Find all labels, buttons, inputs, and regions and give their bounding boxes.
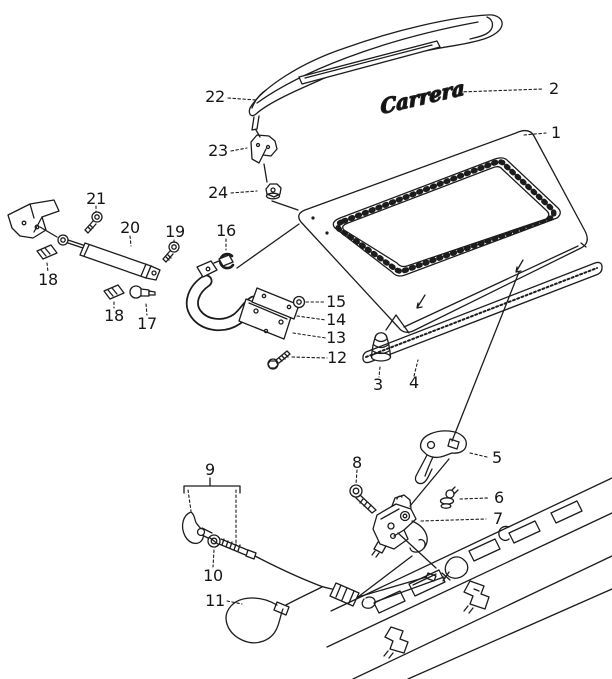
body-rear-panel bbox=[326, 477, 612, 679]
part-label-20: 20 bbox=[120, 218, 140, 237]
part-label-8: 8 bbox=[352, 453, 362, 472]
gas-strut bbox=[57, 234, 161, 281]
part-label-6: 6 bbox=[494, 488, 504, 507]
bolt-6 bbox=[439, 486, 459, 509]
spoiler-wing bbox=[248, 14, 503, 131]
bolt-21 bbox=[84, 211, 103, 234]
lid-seal-strip bbox=[362, 261, 603, 364]
threaded-rod bbox=[218, 538, 257, 560]
lid-lock bbox=[371, 494, 437, 569]
retaining-clip-right bbox=[103, 284, 125, 300]
part-label-24: 24 bbox=[208, 183, 228, 202]
hinge-arm bbox=[185, 223, 300, 340]
bolt-12 bbox=[267, 350, 291, 370]
part-label-14: 14 bbox=[326, 310, 346, 329]
body-hinge-bracket bbox=[7, 199, 60, 239]
handle-dimension-bracket bbox=[183, 477, 241, 545]
part-label-15: 15 bbox=[326, 292, 346, 311]
washer bbox=[292, 295, 306, 309]
part-label-16: 16 bbox=[216, 221, 236, 240]
spoiler-nut bbox=[265, 183, 299, 211]
bolt-8 bbox=[349, 484, 377, 514]
part-label-17: 17 bbox=[137, 314, 157, 333]
carrera-emblem: Carrera bbox=[379, 75, 465, 120]
part-label-12: 12 bbox=[327, 348, 347, 367]
ball-stud bbox=[129, 285, 156, 299]
part-label-10: 10 bbox=[203, 566, 223, 585]
bolt-19 bbox=[162, 241, 180, 263]
part-label-23: 23 bbox=[208, 141, 228, 160]
part-label-2: 2 bbox=[549, 79, 559, 98]
part-label-22: 22 bbox=[205, 87, 225, 106]
part-label-7: 7 bbox=[493, 509, 503, 528]
part-label-21: 21 bbox=[86, 189, 106, 208]
part-label-13: 13 bbox=[326, 328, 346, 347]
release-t-handle bbox=[181, 511, 213, 545]
carrera-emblem-text: Carrera bbox=[380, 76, 465, 120]
part-label-3: 3 bbox=[373, 375, 383, 394]
part-label-1: 1 bbox=[551, 123, 561, 142]
part-label-18-right: 18 bbox=[104, 306, 124, 325]
grommet bbox=[207, 534, 221, 548]
spoiler-bracket bbox=[250, 129, 278, 183]
rubber-buffer bbox=[370, 314, 410, 362]
part-label-11: 11 bbox=[205, 591, 225, 610]
part-label-19: 19 bbox=[165, 222, 185, 241]
release-cable bbox=[225, 555, 445, 644]
part-label-5: 5 bbox=[492, 448, 502, 467]
retaining-clip-left bbox=[36, 244, 58, 260]
rear-lid bbox=[298, 129, 588, 333]
part-label-18-left: 18 bbox=[38, 270, 58, 289]
part-label-9: 9 bbox=[205, 460, 215, 479]
part-label-4: 4 bbox=[409, 373, 419, 392]
lock-striker bbox=[414, 430, 467, 485]
callout-leader-lines bbox=[46, 88, 547, 605]
hinge-shim-plate bbox=[251, 287, 300, 320]
